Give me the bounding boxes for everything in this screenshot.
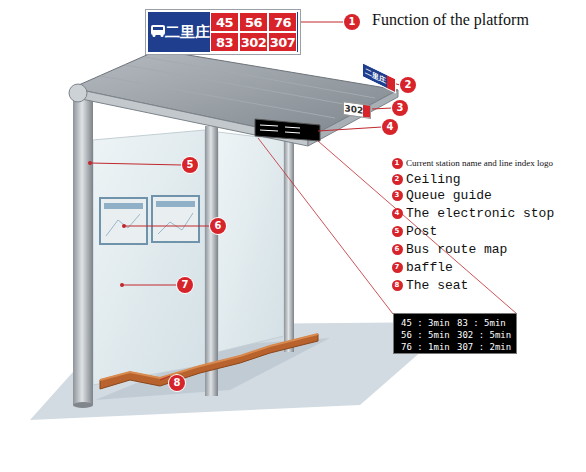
callout-text: 4	[395, 210, 400, 217]
glass-panel	[93, 130, 205, 385]
callout-text: 1	[349, 17, 356, 27]
leader-line	[124, 226, 210, 227]
callout-number: 5	[182, 157, 198, 173]
post-base	[73, 402, 93, 408]
route-line	[158, 213, 193, 234]
leader-line	[372, 108, 392, 109]
callout-text: 5	[187, 160, 194, 170]
callout-text: 6	[395, 246, 400, 253]
node-text: 76 : 1min	[401, 341, 457, 352]
post	[284, 140, 294, 352]
callout-text: 5	[395, 228, 400, 235]
leader-line	[318, 127, 382, 131]
route-map	[100, 198, 147, 244]
glass-panel	[218, 132, 284, 352]
node-text: 307 : 2min	[457, 341, 515, 352]
callout-number: 3	[392, 100, 408, 116]
key-number: 2	[392, 174, 403, 185]
callout-number: 6	[210, 218, 226, 234]
key-text: The electronic stop	[406, 205, 584, 221]
callout-text: 4	[387, 122, 394, 132]
callout-number: 4	[382, 119, 398, 135]
node-text: 302	[344, 102, 364, 117]
key-text: Bus route map	[406, 241, 584, 257]
key-text: Post	[406, 223, 584, 239]
route-map-band	[156, 201, 195, 207]
seat	[100, 334, 318, 389]
leader-line	[298, 22, 344, 23]
route-line	[106, 214, 140, 236]
callout-text: 3	[395, 192, 400, 199]
node-text: 302	[239, 32, 268, 52]
callout-number: 8	[169, 375, 185, 391]
leader-dot	[122, 224, 126, 228]
key-number: 4	[392, 208, 403, 219]
roof-fascia	[308, 90, 398, 146]
callout-text: 3	[397, 103, 404, 113]
key-text: The seat	[406, 277, 584, 293]
key-text: Queue guide	[406, 187, 584, 203]
node-text: 45 : 3min	[401, 317, 457, 328]
node-text: 56 : 5min	[401, 329, 457, 340]
callout-text: 8	[395, 282, 400, 289]
post	[205, 126, 218, 396]
leader-dot	[120, 283, 124, 287]
key-number: 6	[392, 244, 403, 255]
callout-number: 1	[344, 14, 360, 30]
callout-number: 2	[400, 77, 416, 93]
callout-text: 1	[395, 160, 400, 167]
key-text: Ceiling	[406, 171, 584, 187]
key-number: 8	[392, 280, 403, 291]
node-text: 76	[268, 12, 297, 32]
node-text: 二里庄	[165, 12, 210, 52]
route-map-band	[104, 203, 143, 209]
node-text: 83 : 5min	[457, 317, 515, 328]
electronic-stop	[255, 119, 320, 141]
leader-dot	[88, 161, 92, 165]
roof-beam-end	[69, 84, 87, 102]
callout-text: 7	[395, 264, 400, 271]
route-map	[152, 196, 199, 242]
node-text: 83	[210, 32, 239, 52]
callout-text: 2	[395, 176, 400, 183]
heading: Function of the platform	[372, 10, 584, 30]
callout-text: 2	[405, 80, 412, 90]
node-text: 302 : 5min	[457, 329, 515, 340]
key-text: baffle	[406, 259, 584, 275]
node-text: 56	[239, 12, 268, 32]
leader-line	[90, 163, 182, 165]
node-text: 307	[268, 32, 297, 52]
leader-line	[122, 285, 177, 286]
key-text: Current station name and line index logo	[406, 157, 584, 169]
display-marks	[260, 125, 300, 133]
seat-edge	[100, 334, 318, 380]
key-number: 3	[392, 190, 403, 201]
callout-text: 7	[182, 280, 189, 290]
node-text: 45	[210, 12, 239, 32]
callout-number: 7	[177, 277, 193, 293]
key-number: 1	[392, 158, 403, 169]
station-sign: 二里庄455676 83302307	[148, 12, 298, 52]
arrival-display: 45 : 3min83 : 5min56 : 5min302 : 5min76 …	[393, 313, 517, 354]
callout-text: 8	[174, 378, 181, 388]
callout-text: 6	[215, 221, 222, 231]
post	[73, 92, 93, 405]
key-number: 7	[392, 262, 403, 273]
key-number: 5	[392, 226, 403, 237]
